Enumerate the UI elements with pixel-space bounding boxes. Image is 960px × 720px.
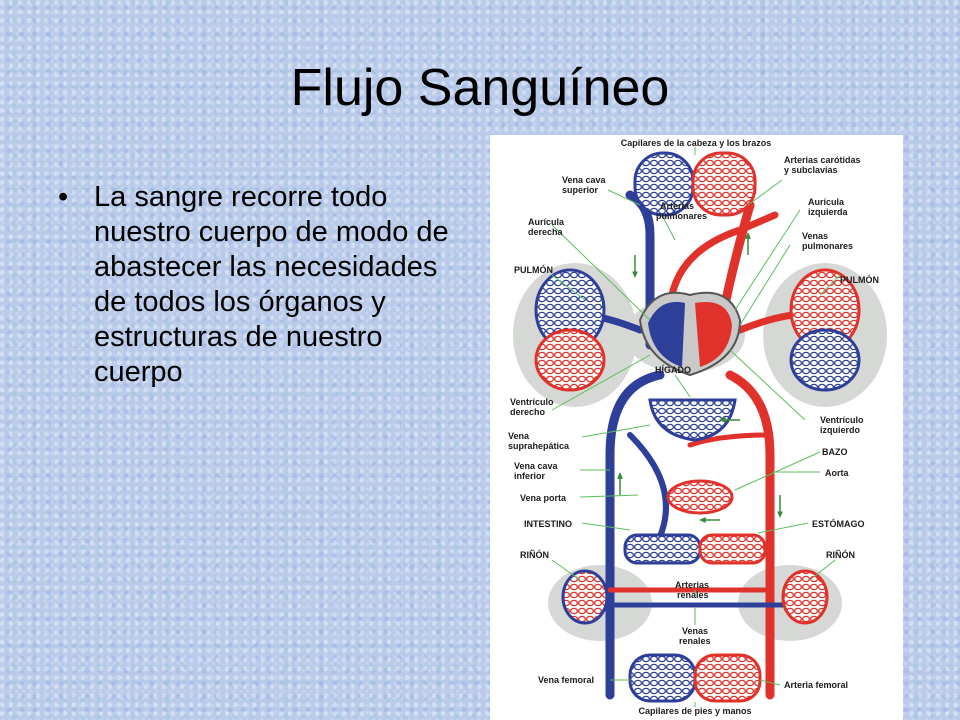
- label-ventriculo-derecho-1: Ventrículo: [510, 397, 554, 407]
- higado-capillaries: [648, 398, 737, 442]
- flow-arrows: [617, 232, 783, 523]
- label-vena-cava-superior-1: Vena cava: [562, 175, 607, 185]
- label-arterias-renales-1: Arterias: [675, 580, 709, 590]
- label-pulmon-izq: PULMÓN: [514, 264, 553, 275]
- label-arterias-pulmonares-1: Arterias: [660, 201, 694, 211]
- rinon-der: [781, 569, 829, 625]
- label-bazo: BAZO: [822, 447, 848, 457]
- aorta: [725, 370, 775, 700]
- label-venas-pulmonares-1: Venas: [802, 231, 828, 241]
- label-estomago: ESTÓMAGO: [812, 518, 865, 529]
- label-vena-femoral: Vena femoral: [538, 675, 594, 685]
- label-venas-pulmonares-2: pulmonares: [802, 241, 853, 251]
- vena-cava-superior: [625, 190, 655, 350]
- heart: [638, 291, 742, 377]
- label-auricula-izquierda-2: izquierda: [808, 207, 849, 217]
- vena-cava-inferior: [605, 370, 665, 700]
- label-arterias-renales-2: renales: [677, 590, 709, 600]
- label-auricula-derecha-2: derecha: [528, 227, 564, 237]
- label-ventriculo-derecho-2: derecho: [510, 407, 546, 417]
- label-ventriculo-izquierdo-2: izquierdo: [820, 425, 861, 435]
- label-auricula-derecha-1: Aurícula: [528, 217, 565, 227]
- intestino-venoso: [623, 533, 702, 565]
- label-ventriculo-izquierdo-1: Ventrículo: [820, 415, 864, 425]
- label-vena-porta: Vena porta: [520, 493, 567, 503]
- bazo-capillaries: [666, 479, 734, 515]
- rinon-izq: [561, 569, 609, 625]
- label-vena-suprahepatica-2: suprahepática: [508, 441, 570, 451]
- label-capilares-cabeza: Capilares de la cabeza y los brazos: [621, 138, 772, 148]
- capillary-beds: [534, 151, 861, 703]
- label-vena-cava-inferior-2: inferior: [514, 471, 546, 481]
- label-aorta: Aorta: [825, 468, 849, 478]
- label-pulmon-der: PULMÓN: [840, 274, 879, 285]
- label-venas-renales-1: Venas: [682, 626, 708, 636]
- splenic-artery: [687, 432, 773, 448]
- label-higado: HÍGADO: [655, 365, 691, 375]
- label-auricula-izquierda-1: Aurícula: [808, 197, 845, 207]
- label-vena-cava-superior-2: superior: [562, 185, 599, 195]
- label-venas-renales-2: renales: [679, 636, 711, 646]
- bullet-marker: •: [58, 181, 69, 213]
- label-arterias-carotidas-1: Arterias carótidas: [784, 155, 861, 165]
- capilares-pies-arterial: [693, 653, 762, 703]
- capilares-cabeza-arterial: [691, 151, 757, 217]
- label-rinon-der: RIÑÓN: [826, 549, 855, 560]
- label-arteria-femoral: Arteria femoral: [784, 680, 848, 690]
- label-arterias-pulmonares-2: pulmonares: [656, 211, 707, 221]
- pulmon-izq-arterial: [534, 328, 606, 392]
- label-vena-cava-inferior-1: Vena cava: [514, 461, 559, 471]
- heart-right-side: [648, 301, 685, 367]
- label-intestino: INTESTINO: [524, 519, 572, 529]
- bullet-text: La sangre recorre todo nuestro cuerpo de…: [94, 181, 449, 388]
- intestino-arterial: [698, 533, 767, 565]
- diagram-labels: Capilares de la cabeza y los brazos Vena…: [508, 138, 879, 716]
- slide-title: Flujo Sanguíneo: [290, 59, 670, 117]
- label-capilares-pies: Capilares de pies y manos: [638, 706, 751, 716]
- label-rinon-izq: RIÑÓN: [520, 549, 549, 560]
- label-arterias-carotidas-2: y subclavias: [784, 165, 838, 175]
- label-vena-suprahepatica-1: Vena: [508, 431, 530, 441]
- capilares-pies-venoso: [628, 653, 697, 703]
- circulatory-diagram: Capilares de la cabeza y los brazos Vena…: [490, 135, 903, 720]
- pulmon-der-venoso: [789, 328, 861, 392]
- heart-left-side: [695, 301, 732, 367]
- leader-lines: [551, 147, 841, 707]
